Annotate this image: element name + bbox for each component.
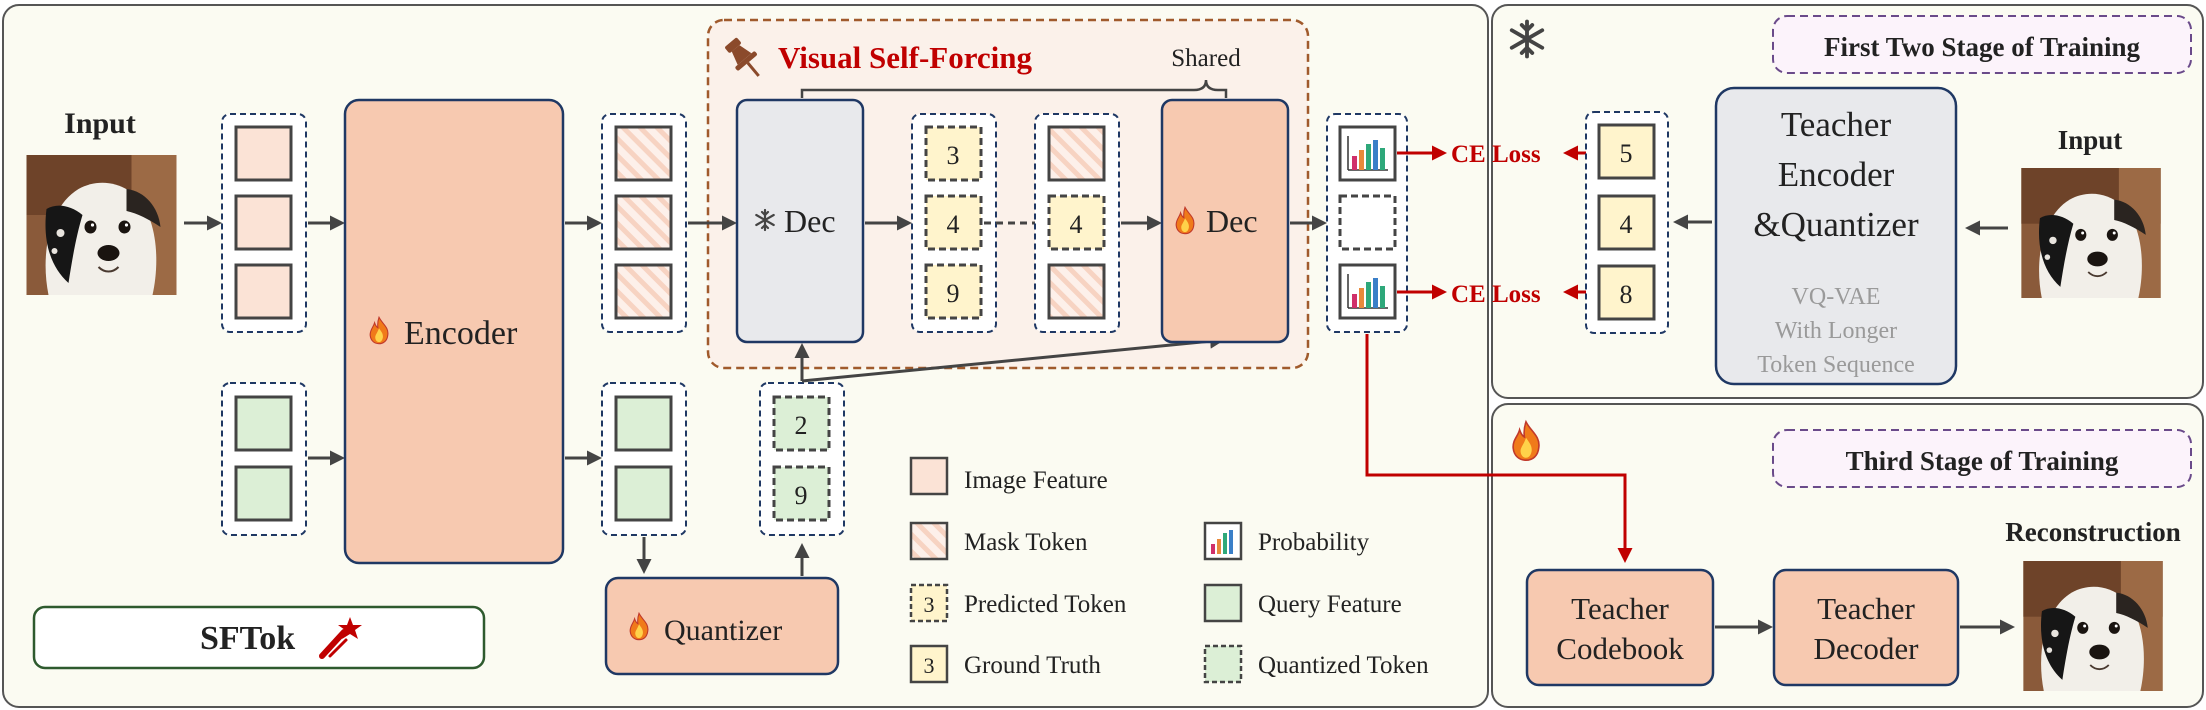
teacher-sub-line: Token Sequence (1757, 352, 1915, 378)
legend-query-feature-swatch (1203, 583, 1243, 623)
empty-token (1338, 194, 1397, 251)
teacher-title-line: Teacher (1781, 105, 1892, 144)
teacher-title-line: Encoder (1778, 155, 1895, 194)
trainable-decoder-label: Dec (1206, 203, 1258, 239)
legend-probability: Probability (1258, 529, 1370, 556)
teacher-input-image-dog (2020, 168, 2162, 298)
third-stage-label: Third Stage of Training (1846, 446, 2119, 476)
frozen-decoder-label: Dec (784, 203, 836, 239)
ce-loss-label: CE Loss (1451, 281, 1541, 308)
legend-probability-swatch (1203, 521, 1243, 561)
ground-truth-token-value: 4 (1070, 210, 1083, 239)
vsf-title: Visual Self-Forcing (778, 40, 1033, 75)
pin-icon (725, 37, 760, 77)
sftok-badge (32, 605, 486, 670)
mask-token (1047, 125, 1106, 182)
mask-token (614, 194, 673, 251)
quantized-token (772, 395, 831, 452)
query-feature-token (614, 395, 673, 452)
codebook-label-line: Codebook (1556, 631, 1684, 666)
query-feature-token (234, 395, 293, 452)
legend-ground-truth: Ground Truth (964, 652, 1101, 679)
shared-label: Shared (1171, 45, 1241, 72)
encoder-block (343, 98, 565, 565)
teacher-token (1597, 194, 1656, 251)
first-stage-pill (1772, 15, 2192, 74)
teacher-token-value: 5 (1620, 139, 1633, 168)
first-stage-label: First Two Stage of Training (1824, 32, 2141, 62)
reconstruction-image-dog (2022, 561, 2164, 691)
teacher-sub-line: VQ-VAE (1792, 284, 1881, 310)
quantizer-label: Quantizer (664, 614, 782, 647)
input-image-dog (25, 155, 178, 295)
teacher-codebook-block (1525, 568, 1715, 687)
teacher-token (1597, 123, 1656, 180)
mask-token (1047, 263, 1106, 320)
predicted-token (924, 125, 983, 182)
predicted-token-value: 3 (947, 141, 960, 170)
query-feature-token (234, 465, 293, 522)
frozen-decoder-block (735, 98, 865, 344)
codebook-label-line: Teacher (1571, 591, 1669, 626)
teacher-encoder-block (1714, 86, 1958, 386)
probability-token (1338, 125, 1397, 182)
probability-token (1338, 263, 1397, 320)
reconstruction-label: Reconstruction (2005, 517, 2180, 547)
image-feature-token (234, 194, 293, 251)
query-feature-token (614, 465, 673, 522)
legend-query-feature: Query Feature (1258, 591, 1402, 618)
legend-quantized-token: Quantized Token (1258, 652, 1429, 679)
predicted-token-value: 9 (947, 279, 960, 308)
red-flow-line (1365, 334, 1633, 563)
legend-mask-token-swatch (909, 521, 949, 561)
predicted-token (924, 263, 983, 320)
mask-token (614, 125, 673, 182)
legend-quantized-token-swatch (1203, 644, 1243, 684)
legend-mask-token: Mask Token (964, 529, 1088, 556)
shooting-star-icon (319, 617, 362, 659)
legend-ground-truth-swatch (909, 644, 949, 684)
teacher-title-line: &Quantizer (1753, 205, 1919, 244)
quantized-token (772, 465, 831, 522)
mask-token (614, 263, 673, 320)
third-stage-pill (1772, 429, 2192, 488)
quantized-token-value: 2 (795, 411, 808, 440)
teacher-token-value: 8 (1620, 280, 1633, 309)
legend: Image Feature Mask Token 3 Predicted Tok… (909, 456, 1429, 684)
quantizer-block (604, 576, 840, 676)
input-label: Input (64, 107, 136, 140)
trainable-decoder-block (1160, 98, 1290, 344)
legend-predicted-token: Predicted Token (964, 591, 1127, 618)
right-input-label: Input (2058, 125, 2123, 155)
shared-brace (800, 79, 1228, 98)
legend-predicted-token-swatch (909, 583, 949, 623)
predicted-token (924, 194, 983, 251)
decoder-label-line: Teacher (1817, 591, 1915, 626)
quantized-token-value: 9 (795, 481, 808, 510)
legend-swatch-number: 3 (924, 592, 935, 617)
predicted-token-value: 4 (947, 210, 960, 239)
legend-image-feature-swatch (909, 456, 949, 496)
legend-swatch-number: 3 (924, 653, 935, 678)
teacher-token (1597, 264, 1656, 321)
teacher-sub-line: With Longer (1775, 318, 1897, 344)
ground-truth-token (1047, 194, 1106, 251)
image-feature-token (234, 263, 293, 320)
teacher-decoder-block (1772, 568, 1960, 687)
decoder-label-line: Decoder (1814, 631, 1920, 666)
encoder-label: Encoder (404, 315, 518, 352)
teacher-token-value: 4 (1620, 210, 1633, 239)
ce-loss-label: CE Loss (1451, 141, 1541, 168)
arrow-tokens-train-dec (801, 333, 1225, 383)
image-feature-token (234, 125, 293, 182)
legend-image-feature: Image Feature (964, 467, 1108, 494)
sftok-label: SFTok (200, 620, 295, 657)
